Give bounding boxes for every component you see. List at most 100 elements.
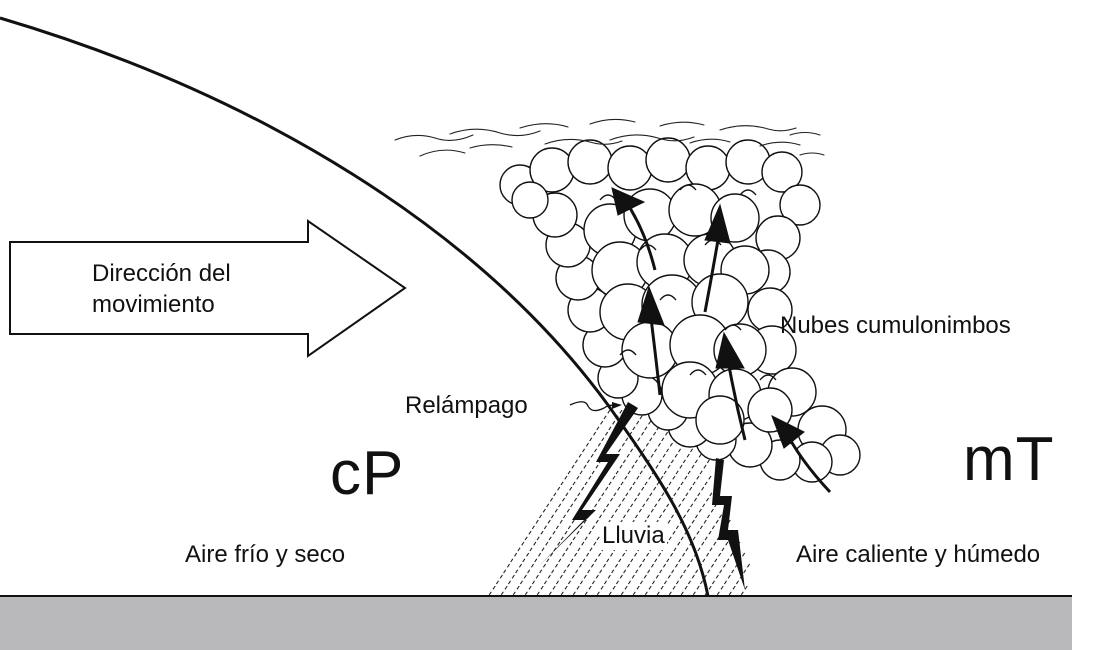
rain-streak [614, 487, 620, 496]
rain-streak [616, 575, 622, 584]
rain-streak [576, 564, 582, 573]
rain-streak [530, 542, 536, 551]
rain-streak [715, 553, 721, 562]
rain-streak [599, 509, 605, 518]
rain-streak [633, 586, 639, 595]
rain-streak [554, 487, 560, 496]
rain-streak [585, 531, 591, 540]
rain-streak [583, 553, 589, 562]
rain-streak [537, 586, 543, 595]
rain-streak [588, 564, 594, 573]
rain-streak [669, 476, 675, 485]
rain-streak [679, 498, 685, 507]
rain-streak [568, 575, 574, 584]
rain-streak [583, 443, 589, 452]
rain-streak [520, 575, 526, 584]
rain-streak [568, 465, 574, 474]
rain-streak [700, 465, 706, 474]
rain-streak [655, 443, 661, 452]
rain-streak [691, 498, 697, 507]
rain-streak [612, 564, 618, 573]
rain-streak [683, 454, 689, 463]
cloud-puff [512, 182, 548, 218]
rain-streak [571, 553, 577, 562]
rain-streak [681, 476, 687, 485]
rain-streak [647, 509, 653, 518]
rain-label: Lluvia [600, 522, 667, 550]
rain-streak [592, 520, 598, 529]
rain-streak [631, 498, 637, 507]
rain-streak [616, 465, 622, 474]
rain-streak [604, 575, 610, 584]
rain-streak [595, 498, 601, 507]
direction-label: Dirección del movimiento [92, 258, 231, 320]
rain-streak [638, 487, 644, 496]
rain-streak [566, 542, 572, 551]
cumulonimbus-cloud [500, 138, 860, 482]
rain-streak [528, 564, 534, 573]
rain-streak [585, 476, 591, 485]
rain-streak [501, 586, 507, 595]
rain-streak [659, 509, 665, 518]
rain-streak [532, 575, 538, 584]
rain-streak [508, 575, 514, 584]
rain-streak [645, 421, 651, 430]
rain-streak [592, 575, 598, 584]
rain-streak [633, 476, 639, 485]
rain-streak [744, 564, 750, 573]
rain-streak [532, 520, 538, 529]
rain-streak [707, 509, 713, 518]
rain-streak [662, 432, 668, 441]
rain-streak [619, 553, 625, 562]
rain-streak [597, 421, 603, 430]
rain-streak [695, 454, 701, 463]
rain-streak [674, 487, 680, 496]
rain-streak [607, 553, 613, 562]
rain-streak [609, 586, 615, 595]
rain-streak [688, 520, 694, 529]
rain-streak [628, 575, 634, 584]
rain-streak [540, 564, 546, 573]
rain-streak [703, 553, 709, 562]
rain-streak [602, 487, 608, 496]
rain-streak [571, 498, 577, 507]
ground [0, 596, 1072, 650]
rain-streak [592, 465, 598, 474]
rain-streak [573, 476, 579, 485]
rain-streak [712, 575, 718, 584]
rain-streak [681, 586, 687, 595]
rain-streak [561, 586, 567, 595]
cloud-puff [686, 146, 730, 190]
rain-streak [552, 564, 558, 573]
rain-streak [693, 531, 699, 540]
rain-streak [645, 476, 651, 485]
rain-streak [727, 553, 733, 562]
rain-streak [489, 586, 495, 595]
rain-streak [518, 542, 524, 551]
rain-streak [578, 487, 584, 496]
rain-streak [595, 553, 601, 562]
rain-streak [597, 586, 603, 595]
rain-streak [638, 432, 644, 441]
warm-air-label: Aire caliente y húmedo [796, 541, 1040, 569]
rain-streak [516, 564, 522, 573]
rain-streak [496, 575, 502, 584]
rain-streak [712, 520, 718, 529]
rain-streak [623, 509, 629, 518]
warm-air-mass-label: mT [963, 424, 1055, 495]
rain-streak [607, 498, 613, 507]
rain-streak [635, 454, 641, 463]
rain-streak [667, 553, 673, 562]
clouds-label: Nubes cumulonimbos [780, 312, 1011, 340]
rain-streak [657, 586, 663, 595]
rain-streak [556, 520, 562, 529]
rain-streak [708, 564, 714, 573]
rain-streak [667, 443, 673, 452]
rain-streak [624, 564, 630, 573]
rain-streak [609, 476, 615, 485]
rain-streak [564, 564, 570, 573]
rain-streak [602, 432, 608, 441]
rain-streak [679, 553, 685, 562]
rain-streak [547, 498, 553, 507]
rain-streak [650, 432, 656, 441]
